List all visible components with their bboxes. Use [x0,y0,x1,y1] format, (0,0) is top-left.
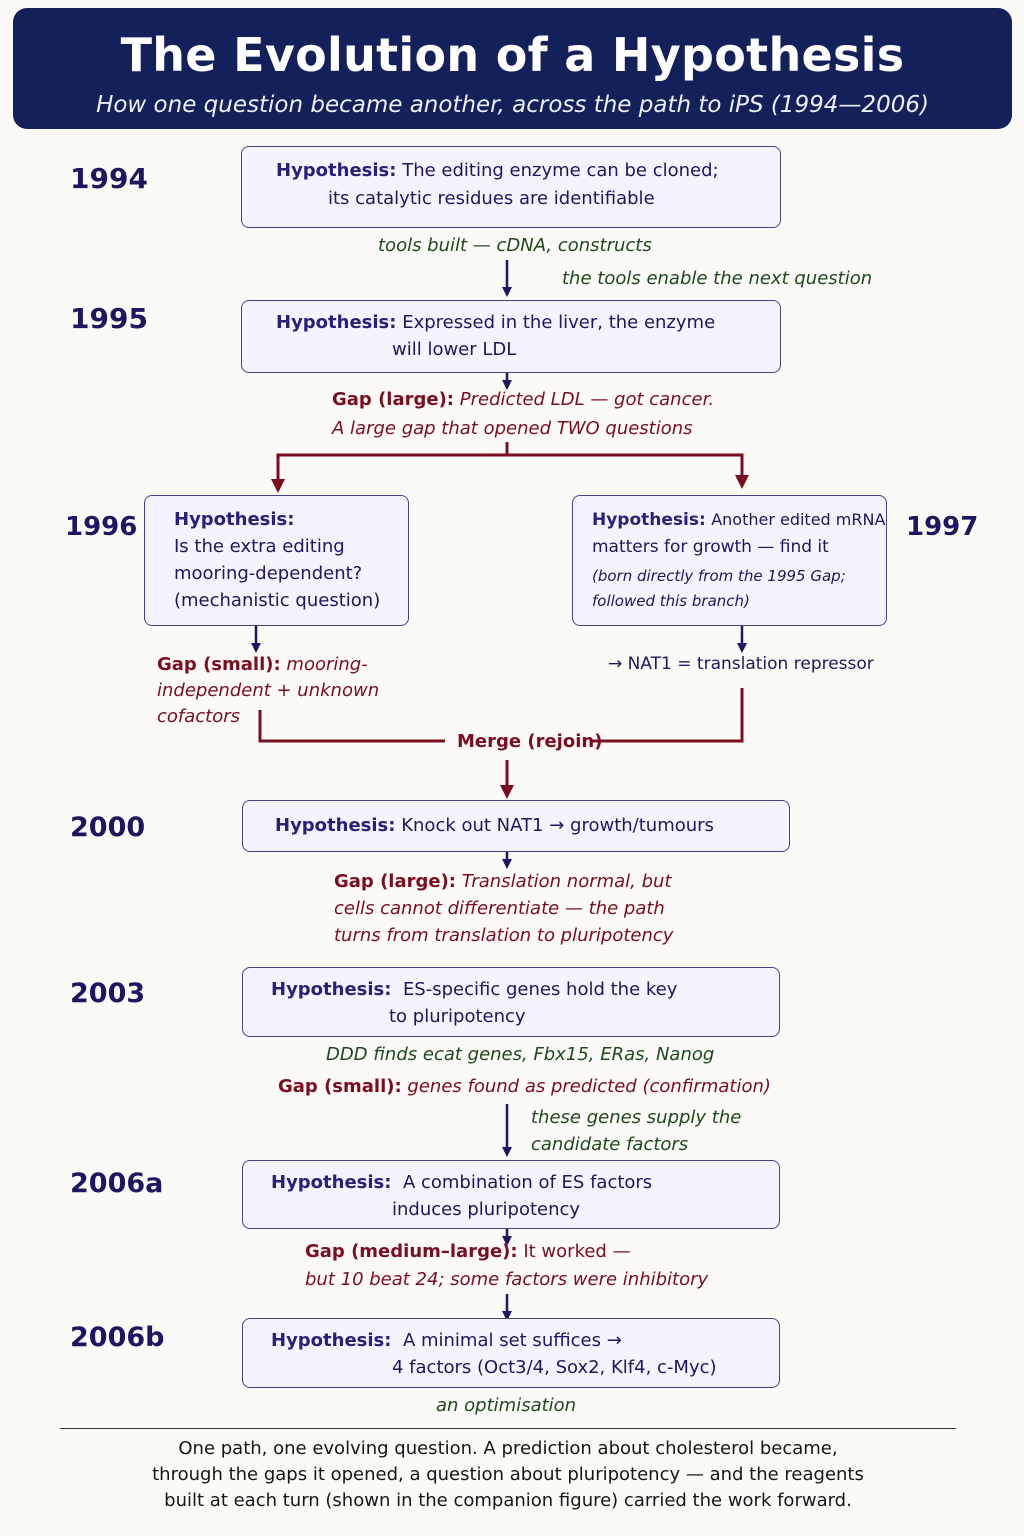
hypothesis-label: Hypothesis: [276,312,397,333]
arrow-note-1994: the tools enable the next question [562,268,873,289]
footer-divider [60,1428,956,1429]
note-1994: tools built — cDNA, constructs [378,235,652,256]
hypothesis-box-1996: Hypothesis: Is the extra editing mooring… [144,495,409,626]
gap-1996-line3: cofactors [157,706,241,727]
hypothesis-box-1994: Hypothesis: The editing enzyme can be cl… [241,146,781,228]
gap-2000-line2: cells cannot differentiate — the path [334,898,665,919]
hypothesis-box-2006b: Hypothesis: A minimal set suffices → 4 f… [242,1318,780,1388]
hypothesis-box-2000: Hypothesis: Knock out NAT1 → growth/tumo… [242,800,790,852]
hypothesis-2003-line1: ES-specific genes hold the key [402,979,678,1000]
gap-label: Gap (large): [332,389,455,410]
note-2006b: an optimisation [436,1395,577,1416]
hypothesis-1994-line1: The editing enzyme can be cloned; [402,160,719,181]
arrow-note-2003-line2: candidate factors [531,1134,689,1155]
note-2003: DDD finds ecat genes, Fbx15, ERas, Nanog [326,1044,715,1065]
gap-2000-text: Translation normal, but [461,871,672,892]
year-2006a: 2006a [70,1168,164,1199]
hypothesis-label: Hypothesis: [271,1172,392,1193]
hypothesis-2006b-line1: A minimal set suffices → [402,1330,622,1351]
gap-2000: Gap (large): Translation normal, but cel… [334,868,734,949]
footer-line2: through the gaps it opened, a question a… [152,1464,864,1485]
hypothesis-1994-line2: its catalytic residues are identifiable [328,188,655,209]
hypothesis-1997-note2: followed this branch) [592,592,750,610]
gap-label: Gap (small): [157,654,281,675]
page-subtitle: How one question became another, across … [96,92,929,118]
hypothesis-box-2003: Hypothesis: ES-specific genes hold the k… [242,967,780,1037]
result-1997: → NAT1 = translation repressor [608,654,874,674]
hypothesis-label: Hypothesis: [592,510,706,530]
gap-1996: Gap (small): mooring- independent + unkn… [157,652,397,730]
gap-label: Gap (small): [278,1076,402,1097]
gap-label: Gap (medium–large): [305,1241,518,1262]
merge-label: Merge (rejoin) [457,731,603,752]
hypothesis-box-1995: Hypothesis: Expressed in the liver, the … [241,300,781,373]
hypothesis-box-2006a: Hypothesis: A combination of ES factors … [242,1160,780,1229]
gap-1996-line2: independent + unknown [157,680,380,701]
hypothesis-2006a-line2: induces pluripotency [392,1199,581,1220]
hypothesis-2006b-line2: 4 factors (Oct3/4, Sox2, Klf4, c-Myc) [392,1357,717,1378]
hypothesis-2000-line1: Knock out NAT1 → growth/tumours [401,815,714,836]
gap-1995-line2: A large gap that opened TWO questions [332,418,693,439]
year-1996: 1996 [65,512,138,542]
footer-line3: built at each turn (shown in the compani… [164,1490,852,1511]
footer-line1: One path, one evolving question. A predi… [178,1438,838,1459]
year-2006b: 2006b [70,1322,165,1353]
hypothesis-1996-line1: Is the extra editing [174,536,345,557]
year-2003: 2003 [70,978,146,1009]
arrow-note-2003-line1: these genes supply the [531,1107,742,1128]
merge-right-line [590,688,744,743]
hypothesis-label: Hypothesis: [174,509,295,530]
gap-2003-text: genes found as predicted (confirmation) [407,1076,771,1097]
hypothesis-1996-line3: (mechanistic question) [174,590,381,611]
note-1994-text: tools built — cDNA, constructs [378,235,652,256]
year-2000: 2000 [70,812,146,843]
gap-label: Gap (large): [334,871,457,892]
arrow-note-2003: these genes supply the candidate factors [531,1104,741,1158]
gap-1995-text: Predicted LDL — got cancer. [459,389,715,410]
gap-2006a: Gap (medium–large): It worked — but 10 b… [305,1238,725,1294]
hypothesis-1997-line1: Another edited mRNA [711,510,886,529]
gap-2006a-line2: but 10 beat 24; some factors were inhibi… [305,1269,709,1290]
merge-left-line [258,710,445,743]
gap-2000-line3: turns from translation to pluripotency [334,925,674,946]
year-1995: 1995 [70,302,148,335]
branch-line [276,442,742,482]
page-title: The Evolution of a Hypothesis [120,28,905,82]
hypothesis-label: Hypothesis: [271,979,392,1000]
hypothesis-1997-line2: matters for growth — find it [592,537,829,557]
gap-1996-line1: mooring- [286,654,368,675]
gap-2003: Gap (small): genes found as predicted (c… [278,1073,771,1100]
gap-1995: Gap (large): Predicted LDL — got cancer.… [332,386,752,442]
hypothesis-1995-line1: Expressed in the liver, the enzyme [402,312,716,333]
hypothesis-label: Hypothesis: [271,1330,392,1351]
hypothesis-1996-line2: mooring-dependent? [174,563,363,584]
hypothesis-label: Hypothesis: [275,815,396,836]
header-banner: The Evolution of a Hypothesis How one qu… [13,8,1012,129]
hypothesis-2003-line2: to pluripotency [389,1006,526,1027]
hypothesis-box-1997: Hypothesis: Another edited mRNA matters … [572,495,887,626]
footer-text: One path, one evolving question. A predi… [60,1436,956,1514]
hypothesis-label: Hypothesis: [276,160,397,181]
hypothesis-2006a-line1: A combination of ES factors [402,1172,653,1193]
year-1997: 1997 [906,512,979,542]
year-1994: 1994 [70,162,148,195]
gap-2006a-text: It worked — [523,1241,631,1262]
hypothesis-1997-note1: (born directly from the 1995 Gap; [592,567,846,585]
hypothesis-1995-line2: will lower LDL [392,339,517,360]
